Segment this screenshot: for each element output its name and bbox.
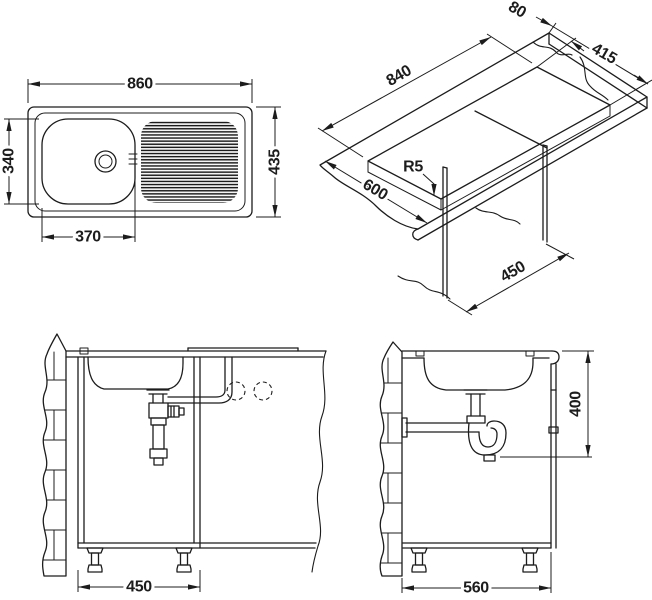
dim-label-80: 80 (505, 0, 529, 22)
cabinet-structure (402, 363, 559, 549)
cabinet-foot (86, 547, 104, 573)
dim-cabinet-depth: 560 (401, 552, 552, 600)
countertop-section (65, 347, 327, 358)
dim-label-600: 600 (360, 176, 391, 204)
dim-cabinet-width: 450 (77, 570, 201, 599)
dim-label-840: 840 (384, 62, 415, 90)
dim-label-450-front: 450 (126, 579, 152, 596)
tap-hole-knockout-right (253, 381, 273, 401)
tap-hole-knockout-left (226, 381, 246, 401)
panel-break-line (397, 275, 451, 300)
wall-outline (379, 341, 403, 577)
dim-label-r5: R5 (403, 159, 423, 176)
drain-hole (94, 150, 117, 173)
bowl-section (87, 356, 184, 390)
rim-clamp (79, 347, 89, 355)
dim-label-340: 340 (1, 148, 18, 174)
rim-clamp (415, 350, 425, 357)
cabinet-foot (410, 547, 428, 573)
cabinet-panels (442, 110, 548, 299)
overflow-marks (128, 153, 138, 165)
countertop-section (401, 350, 560, 365)
sink-outer-rim (27, 106, 253, 218)
isometric-cutout-view: 840 80 415 600 450 R5 (317, 0, 652, 316)
dim-overall-width: 860 (27, 73, 253, 103)
cabinet-foot (521, 547, 539, 573)
wall-bricks (380, 357, 402, 564)
plan-view: 860 435 340 370 (0, 73, 287, 249)
dim-label-860: 860 (127, 76, 153, 93)
dim-label-400: 400 (568, 391, 585, 417)
dim-overall-depth: 435 (256, 106, 287, 218)
worktop-surface (319, 32, 648, 230)
dim-cutout-length: 840 (317, 33, 533, 158)
side-elevation-view: 400 560 (379, 341, 594, 600)
drain-trap (146, 389, 185, 466)
sink-inner-edge (34, 112, 246, 212)
counter-break-line (311, 350, 327, 573)
corner-radius-callout: R5 (400, 156, 437, 196)
front-elevation-view: 450 (41, 333, 327, 599)
worktop-break-lines (475, 41, 609, 225)
dim-trap-height: 400 (500, 350, 594, 458)
rim-clamp (525, 350, 535, 357)
dim-bowl-width: 370 (41, 166, 136, 249)
worktop-cutout (367, 66, 611, 200)
drain-hole-inner (98, 154, 113, 169)
drainboard-ribs (141, 121, 238, 203)
dim-bowl-depth: 340 (0, 118, 39, 205)
p-trap (401, 389, 507, 462)
cabinet-structure (77, 356, 317, 549)
dim-label-370: 370 (75, 229, 101, 246)
dim-label-560: 560 (463, 580, 489, 597)
cabinet-foot (175, 547, 193, 573)
bowl-section (423, 357, 534, 391)
wall-bricks (42, 351, 66, 561)
sink-bowl (41, 118, 136, 205)
overflow-pipe (167, 356, 233, 404)
wall-outline (41, 333, 67, 577)
cutout-cut-faces (367, 104, 611, 211)
dim-label-450-iso: 450 (498, 258, 529, 286)
dim-support-spacing: 450 (447, 243, 575, 316)
dim-label-435: 435 (267, 149, 284, 175)
